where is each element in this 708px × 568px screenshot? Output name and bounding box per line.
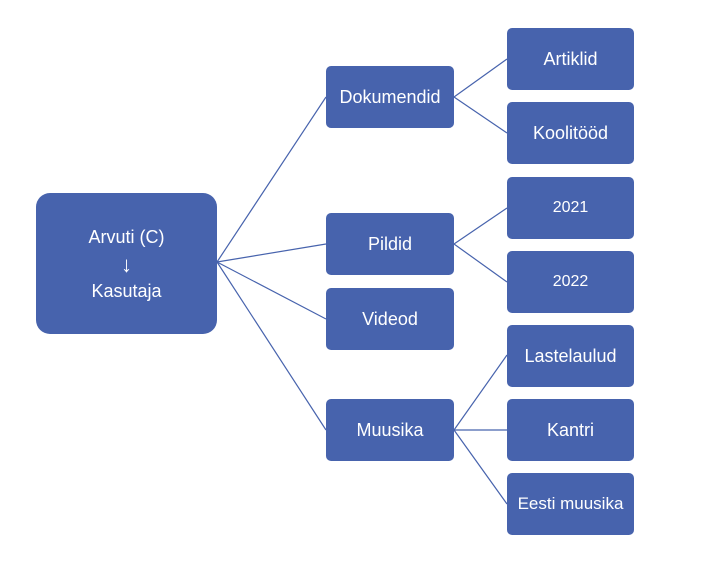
connector-root-dokumendid — [216, 96, 327, 263]
node-dokumendid-label: Dokumendid — [339, 86, 441, 107]
connector-root-videod — [216, 261, 327, 320]
node-muusika: Muusika — [326, 399, 454, 461]
node-artiklid: Artiklid — [507, 28, 634, 90]
node-artiklid-label: Artiklid — [543, 48, 598, 69]
root-node: Arvuti (C) ↓ Kasutaja — [36, 193, 217, 334]
node-eesti-muusika: Eesti muusika — [507, 473, 634, 535]
node-2021-label: 2021 — [552, 199, 589, 216]
node-dokumendid: Dokumendid — [326, 66, 454, 128]
connector-root-pildid — [216, 243, 327, 263]
node-eesti-muusika-label: Eesti muusika — [517, 494, 624, 513]
connector-pildid-2022 — [453, 243, 508, 283]
node-2022: 2022 — [507, 251, 634, 313]
node-2021: 2021 — [507, 177, 634, 239]
connector-pildid-2021 — [453, 207, 508, 245]
node-pildid: Pildid — [326, 213, 454, 275]
connector-dokumendid-koolitood — [453, 96, 508, 134]
node-koolitood: Koolitööd — [507, 102, 634, 164]
node-videod: Videod — [326, 288, 454, 350]
node-lastelaulud-label: Lastelaulud — [524, 345, 617, 366]
node-muusika-label: Muusika — [356, 419, 424, 440]
connector-dokumendid-artiklid — [453, 58, 508, 98]
connector-muusika-lastelaulud — [453, 354, 508, 431]
node-lastelaulud: Lastelaulud — [507, 325, 634, 387]
node-videod-label: Videod — [362, 308, 418, 329]
root-label-user: Kasutaja — [91, 280, 162, 301]
node-kantri-label: Kantri — [546, 419, 595, 440]
connector-muusika-eesti-muusika — [453, 429, 508, 505]
connector-root-muusika — [216, 261, 327, 431]
node-2022-label: 2022 — [552, 273, 589, 290]
root-label-computer: Arvuti (C) — [88, 226, 165, 247]
node-kantri: Kantri — [507, 399, 634, 461]
down-arrow-icon: ↓ — [121, 251, 132, 277]
node-pildid-label: Pildid — [367, 233, 413, 254]
node-koolitood-label: Koolitööd — [532, 122, 609, 143]
